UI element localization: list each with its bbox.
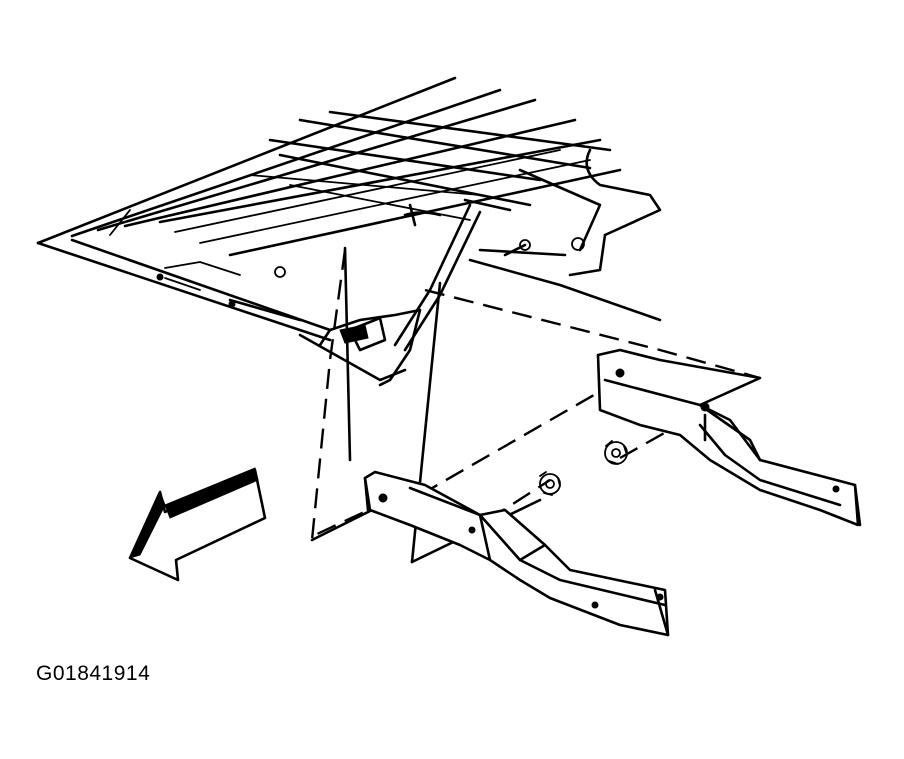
underbody-floor-pan [36, 76, 662, 387]
frame-rail-left [363, 470, 670, 637]
frame-rail-right [596, 348, 862, 527]
figure-id-label: G01841914 [36, 662, 151, 685]
body-mount-nut-right [604, 440, 628, 465]
body-mount-nut-left [539, 471, 561, 496]
forward-arrow-icon [128, 467, 267, 582]
